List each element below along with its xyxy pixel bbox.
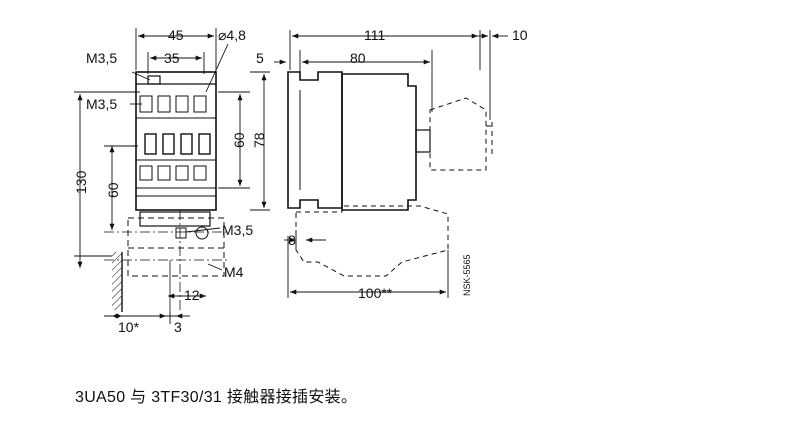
mounting-wall xyxy=(112,252,122,310)
dim-5: 5 xyxy=(256,50,264,66)
mounting-hole xyxy=(195,226,209,240)
figure-caption: 3UA50 与 3TF30/31 接触器接插安装。 xyxy=(75,389,358,406)
overload-relay-front xyxy=(127,217,225,277)
top-terminals xyxy=(139,95,207,113)
dim-10-top: 10 xyxy=(512,27,528,43)
dim-3: 3 xyxy=(174,319,182,335)
drawing-code: NSK-5565 xyxy=(462,254,472,296)
dim-35: 35 xyxy=(164,50,180,66)
contactor-side-body xyxy=(341,73,417,211)
contact-slots xyxy=(144,133,211,155)
dim-m35-low: M3,5 xyxy=(222,222,253,238)
dim-60-left: 60 xyxy=(105,182,121,198)
dim-8: 8 xyxy=(288,232,296,248)
dim-130: 130 xyxy=(73,170,89,194)
dimension-labels: 45 35 ⌀4,8 M3,5 M3,5 60 78 130 60 M3,5 M… xyxy=(73,27,528,335)
dim-10-star: 10* xyxy=(118,319,140,335)
bottom-terminals xyxy=(139,165,207,181)
dim-45: 45 xyxy=(168,27,184,43)
dim-m35-top: M3,5 xyxy=(86,50,117,66)
dim-60-inner: 60 xyxy=(231,132,247,148)
dim-78: 78 xyxy=(251,132,267,148)
side-knob xyxy=(415,129,431,153)
side-dimension-lines xyxy=(274,30,508,298)
dim-80: 80 xyxy=(350,50,366,66)
contactor-side-profile xyxy=(287,71,343,209)
lower-block xyxy=(139,211,211,227)
front-dimension-lines xyxy=(74,28,270,324)
dim-100: 100** xyxy=(358,285,393,301)
front-view xyxy=(104,71,230,312)
side-view xyxy=(287,71,493,277)
dim-12: 12 xyxy=(184,287,200,303)
contactor-front-body xyxy=(135,71,217,211)
dim-m4: M4 xyxy=(224,264,244,280)
dim-dia-4-8: ⌀4,8 xyxy=(218,27,246,43)
overload-relay-side xyxy=(295,97,487,277)
dim-m35-mid: M3,5 xyxy=(86,96,117,112)
dim-111: 111 xyxy=(364,27,385,43)
